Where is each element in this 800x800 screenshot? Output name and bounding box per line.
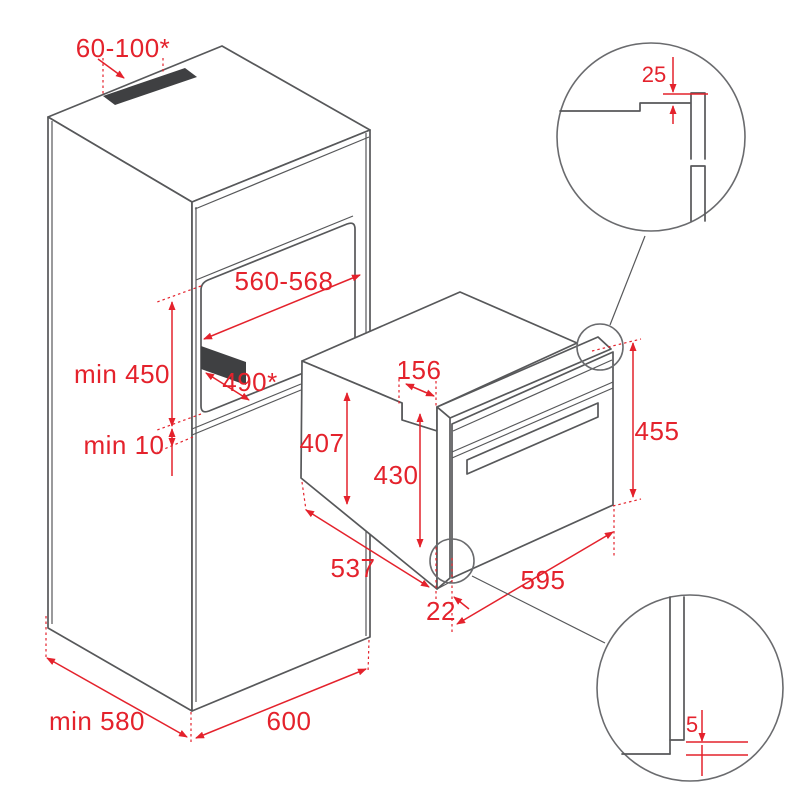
dim-niche-depth-label: 490* (222, 367, 278, 397)
detail-view-bottom: 5 (596, 594, 784, 782)
detail-marker-bottom-circle (429, 538, 475, 584)
oven-front-face (451, 351, 614, 579)
detail-top-frame-lower (690, 165, 706, 222)
shelf-front-edge (191, 383, 302, 430)
dim-detail-bottom-label: 5 (686, 712, 698, 737)
dim-cabinet-width-label: 600 (267, 706, 312, 736)
dim-body-depth-label: 537 (331, 553, 376, 583)
oven-dimensions: 156 407 430 455 537 595 22 (300, 338, 680, 633)
oven-panel-door-split (451, 381, 614, 453)
dim-niche-width-label: 560-568 (235, 266, 334, 296)
dim-top-recess-label: 156 (397, 355, 442, 385)
dim-frame-depth-label: 22 (426, 596, 456, 626)
leader-bottom-detail (471, 575, 606, 644)
dim-cabinet-depth-label: min 580 (49, 706, 145, 736)
dim-front-width-label: 595 (521, 565, 566, 595)
detail-marker-top-circle (576, 323, 624, 371)
detail-bottom-door-inner (669, 596, 685, 741)
detail-top-body-line (559, 102, 691, 112)
dim-body-height-label: 407 (300, 428, 345, 458)
dim-bottom-gap-label: min 10 (83, 430, 164, 460)
oven-panel-door-split-inner (451, 387, 614, 459)
cabinet-dimensions: 60-100* 560-568 min 450 490* min 10 min … (45, 33, 370, 744)
dim-door-height-label: 430 (374, 460, 419, 490)
oven-front-top-bevel (452, 359, 613, 432)
detail-callouts: 25 5 (429, 42, 784, 782)
vent-cutout (103, 68, 197, 105)
niche-top-edge-inner (195, 215, 354, 281)
dim-niche-height-label: min 450 (74, 359, 170, 389)
oven-frame-left-cap (436, 406, 451, 590)
oven-handle-slot (466, 402, 599, 475)
shelf-front-edge-inner (191, 389, 302, 436)
detail-top-frame-upper (690, 92, 706, 160)
cabinet-top-edge-inner (194, 136, 370, 210)
leader-top-detail (609, 235, 646, 326)
cabinet-left-face (47, 116, 193, 712)
dim-vent-width-label: 60-100* (76, 33, 171, 63)
dim-detail-top-label: 25 (642, 62, 666, 87)
detail-view-top: 25 (556, 42, 746, 232)
dim-total-height-label: 455 (635, 416, 680, 446)
